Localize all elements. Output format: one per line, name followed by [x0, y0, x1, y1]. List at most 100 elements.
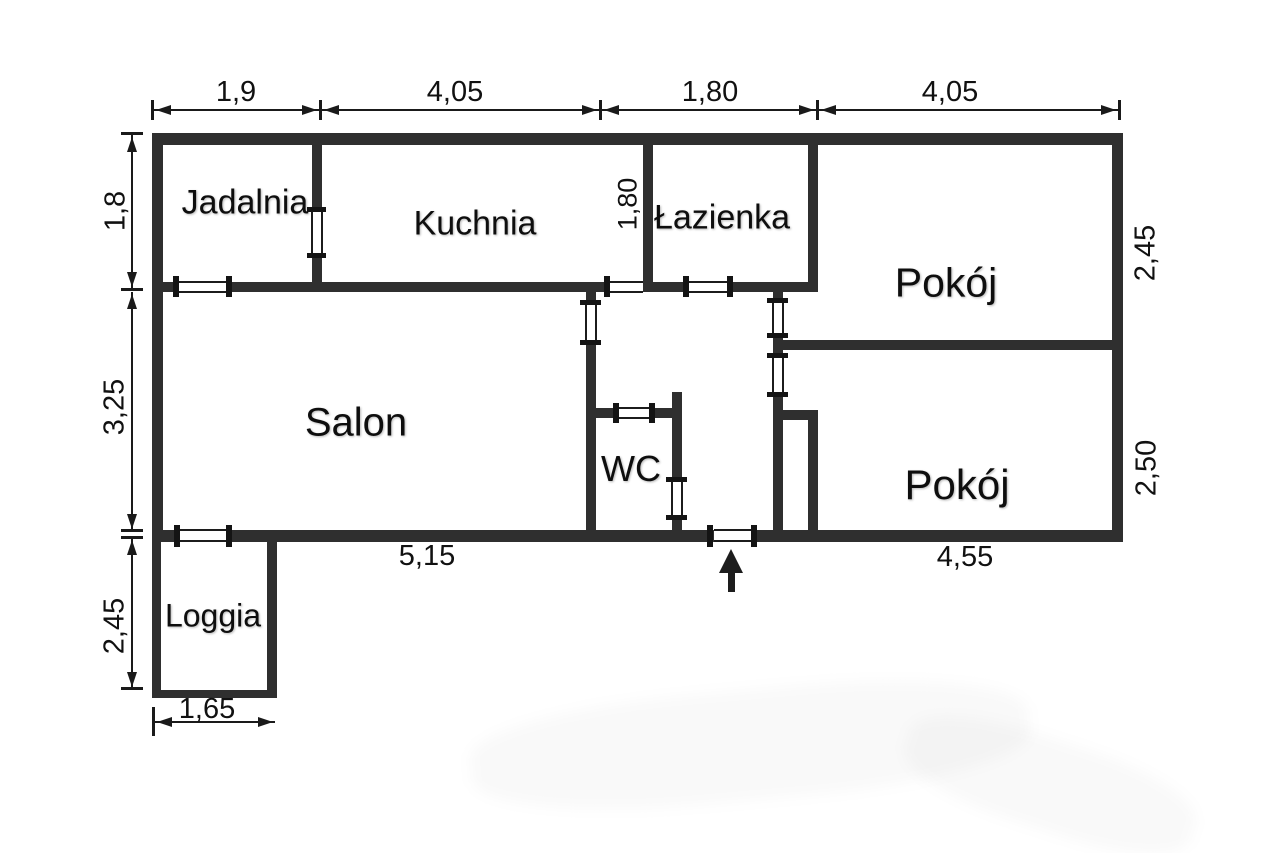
wall-left	[152, 133, 163, 542]
wall-loggia-left	[152, 542, 161, 698]
dim-label-left-2: 3,25	[98, 378, 131, 436]
dim-tick	[151, 100, 154, 120]
dim-tick	[121, 132, 143, 135]
salon-door-jamb	[580, 340, 601, 345]
entrance-door-jamb	[751, 525, 757, 547]
dim-arrow	[127, 540, 137, 555]
loggia-dim-line	[153, 721, 275, 723]
pokoj-top-door	[772, 302, 784, 334]
dim-label-top-2: 4,05	[426, 76, 484, 108]
entrance-arrow-icon	[719, 549, 743, 573]
pokoj-top-door-jamb	[767, 333, 788, 338]
pokoj-top-door-jamb	[767, 298, 788, 303]
salon-window-jamb	[226, 525, 232, 547]
wall-loggia-bottom	[152, 690, 277, 698]
left-dim-line-1	[131, 135, 133, 289]
wc-side-door	[671, 481, 683, 516]
dim-arrow	[604, 105, 619, 115]
jadalnia-door	[179, 281, 226, 293]
jadalnia-door-jamb	[226, 276, 232, 297]
dim-label-top-3: 1,80	[681, 76, 739, 108]
left-dim-line-3	[131, 538, 133, 689]
wall-loggia-right	[267, 538, 277, 698]
kuchnia-door	[610, 281, 643, 293]
dim-arrow	[324, 105, 339, 115]
wall-spine	[152, 282, 818, 292]
pokoj-bottom-door-jamb	[767, 353, 788, 358]
dim-tick	[121, 687, 143, 690]
dim-arrow	[127, 514, 137, 529]
dim-label-bottom-pokoj: 4,55	[936, 541, 994, 573]
wc-side-door-jamb	[666, 477, 687, 482]
lazienka-door	[688, 281, 728, 293]
room-label-pokoj-bottom: Pokój	[904, 461, 1010, 508]
jadalnia-door-jamb	[173, 276, 179, 297]
dim-label-right-2: 2,50	[1130, 439, 1163, 497]
entrance-arrow-shaft	[728, 571, 735, 592]
wc-door	[619, 407, 650, 419]
dim-tick	[319, 100, 322, 120]
dim-arrow	[127, 272, 137, 287]
dim-arrow	[127, 672, 137, 687]
dim-label-bottom-salon: 5,15	[398, 540, 456, 572]
dim-arrow	[1101, 105, 1116, 115]
background-smudge	[893, 696, 1206, 853]
dim-label-top-1: 1,9	[215, 76, 257, 108]
entrance-door-jamb	[707, 525, 713, 547]
dim-tick	[816, 100, 819, 120]
dim-arrow	[302, 105, 317, 115]
room-label-salon: Salon	[304, 400, 408, 445]
wall-closet-right	[808, 410, 818, 530]
room-label-pokoj-top: Pokój	[894, 259, 998, 306]
left-dim-line-2	[131, 292, 133, 531]
wall-salon-right	[586, 292, 596, 530]
wall-corridor	[773, 292, 783, 530]
wall-wc-right	[672, 392, 682, 530]
dim-tick	[599, 100, 602, 120]
lazienka-door-jamb	[727, 276, 733, 297]
wall-lazienka-right	[808, 145, 818, 282]
wall-closet-top	[783, 410, 818, 420]
dim-arrow	[157, 717, 172, 727]
room-label-wc: WC	[601, 448, 661, 489]
window-jamb	[307, 253, 326, 258]
dim-tick	[121, 529, 143, 532]
wc-side-door-jamb	[666, 515, 687, 520]
lazienka-door-jamb	[683, 276, 689, 297]
pokoj-bottom-door	[772, 357, 784, 393]
room-label-loggia: Loggia	[164, 597, 262, 634]
room-label-jadalnia: Jadalnia	[181, 183, 309, 222]
dim-tick	[121, 536, 143, 539]
room-label-lazienka: Łazienka	[653, 198, 791, 237]
salon-loggia-window	[180, 529, 227, 542]
wall-pokoj-divider	[783, 340, 1112, 350]
dim-tick	[152, 707, 155, 736]
top-dim-line	[152, 109, 1120, 111]
dim-arrow	[127, 294, 137, 309]
room-label-kuchnia: Kuchnia	[413, 204, 537, 243]
salon-window-jamb	[174, 525, 180, 547]
entrance-door	[714, 529, 752, 542]
dim-tick	[1118, 100, 1121, 120]
dim-arrow	[582, 105, 597, 115]
dim-label-lazienka-height: 1,80	[612, 177, 643, 231]
dim-arrow	[156, 105, 171, 115]
window-jamb	[307, 207, 326, 212]
dim-label-right-1: 2,45	[1129, 224, 1162, 282]
dim-label-loggia-width: 1,65	[178, 693, 236, 725]
kuchnia-door-jamb	[604, 276, 610, 297]
salon-door-jamb	[580, 300, 601, 305]
dim-arrow	[258, 717, 273, 727]
dim-arrow	[821, 105, 836, 115]
jadalnia-kuchnia-window	[311, 211, 323, 256]
dim-arrow	[799, 105, 814, 115]
wall-lazienka-left	[643, 145, 653, 282]
wc-door-jamb	[613, 403, 619, 423]
dim-label-top-4: 4,05	[921, 76, 979, 108]
pokoj-bottom-door-jamb	[767, 392, 788, 397]
wall-bottom	[152, 530, 1123, 542]
salon-door	[585, 304, 597, 342]
wc-door-jamb	[649, 403, 655, 423]
dim-tick	[121, 288, 143, 291]
